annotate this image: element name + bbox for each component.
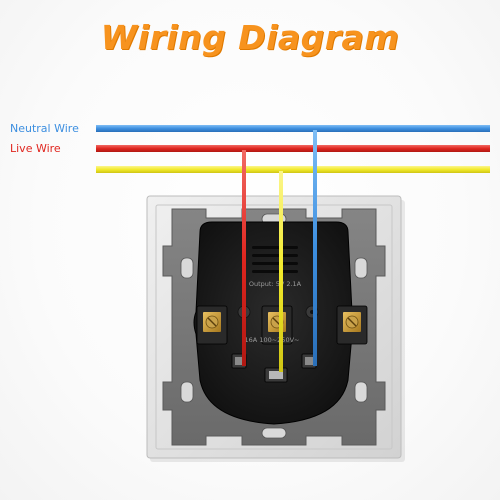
earth-drop-wire (279, 171, 283, 372)
right-terminal (336, 305, 368, 345)
neutral-wire-label: Neutral Wire (10, 122, 79, 135)
diagram-title: Wiring Diagram (100, 18, 400, 57)
live-wire (96, 145, 490, 152)
left-terminal (196, 305, 228, 345)
neutral-wire (96, 125, 490, 132)
bottom-slot (261, 427, 287, 439)
right-slot (354, 257, 368, 279)
live-drop-wire (242, 150, 246, 366)
live-wire-label: Live Wire (10, 142, 61, 155)
earth-wire (96, 166, 490, 173)
rating-label: 16A 100~250V~ (245, 336, 300, 344)
left-slot (180, 257, 194, 279)
neutral-drop-wire (313, 130, 317, 366)
output-label: Output: 5V 2.1A (249, 280, 302, 288)
